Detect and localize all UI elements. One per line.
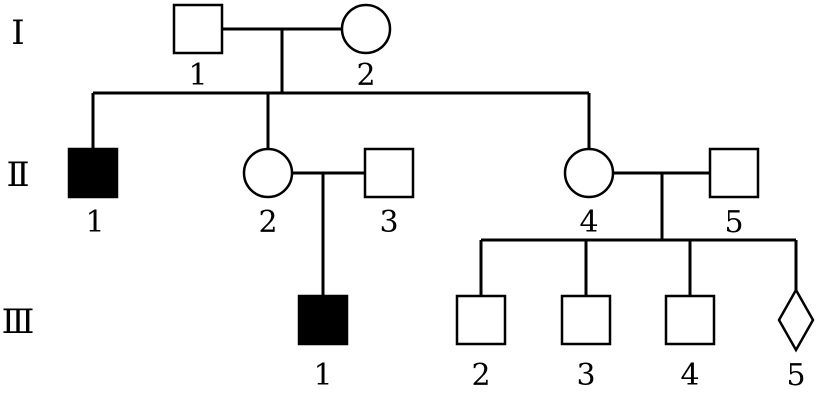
affected-male-symbol bbox=[297, 294, 349, 346]
individual-III5 bbox=[777, 287, 815, 353]
individual-labels: 1 2 1 2 3 4 5 1 2 3 4 5 bbox=[85, 58, 805, 393]
individual-III1 bbox=[297, 294, 349, 346]
unknown-sex-diamond-symbol bbox=[777, 287, 815, 353]
individual-II2 bbox=[242, 147, 294, 199]
individual-I2 bbox=[340, 3, 392, 55]
male-symbol bbox=[560, 294, 612, 346]
individual-III4 bbox=[664, 294, 716, 346]
label-III3: 3 bbox=[576, 358, 595, 393]
individual-III2 bbox=[455, 294, 507, 346]
pedigree-lines bbox=[91, 27, 798, 296]
individual-II4 bbox=[563, 147, 615, 199]
male-symbol bbox=[664, 294, 716, 346]
male-symbol bbox=[172, 3, 224, 55]
label-II3: 3 bbox=[379, 205, 398, 240]
female-symbol bbox=[340, 3, 392, 55]
individual-I1 bbox=[172, 3, 224, 55]
affected-male-symbol bbox=[67, 147, 119, 199]
individual-II1 bbox=[67, 147, 119, 199]
label-II4: 4 bbox=[579, 205, 598, 240]
generation-label-3: Ⅲ bbox=[2, 302, 35, 342]
male-symbol bbox=[363, 147, 415, 199]
label-III1: 1 bbox=[313, 358, 332, 393]
generation-label-2: Ⅱ bbox=[6, 155, 29, 195]
label-III4: 4 bbox=[680, 358, 699, 393]
label-II2: 2 bbox=[258, 205, 277, 240]
label-II5: 5 bbox=[724, 205, 743, 240]
individual-II3 bbox=[363, 147, 415, 199]
generation-label-1: Ⅰ bbox=[11, 13, 24, 53]
female-symbol bbox=[563, 147, 615, 199]
female-symbol bbox=[242, 147, 294, 199]
label-I2: 2 bbox=[356, 58, 375, 93]
individual-II5 bbox=[708, 147, 760, 199]
label-III5: 5 bbox=[786, 358, 805, 393]
label-II1: 1 bbox=[85, 205, 104, 240]
label-I1: 1 bbox=[188, 58, 207, 93]
male-symbol bbox=[455, 294, 507, 346]
male-symbol bbox=[708, 147, 760, 199]
label-III2: 2 bbox=[471, 358, 490, 393]
individuals bbox=[67, 3, 815, 353]
individual-III3 bbox=[560, 294, 612, 346]
